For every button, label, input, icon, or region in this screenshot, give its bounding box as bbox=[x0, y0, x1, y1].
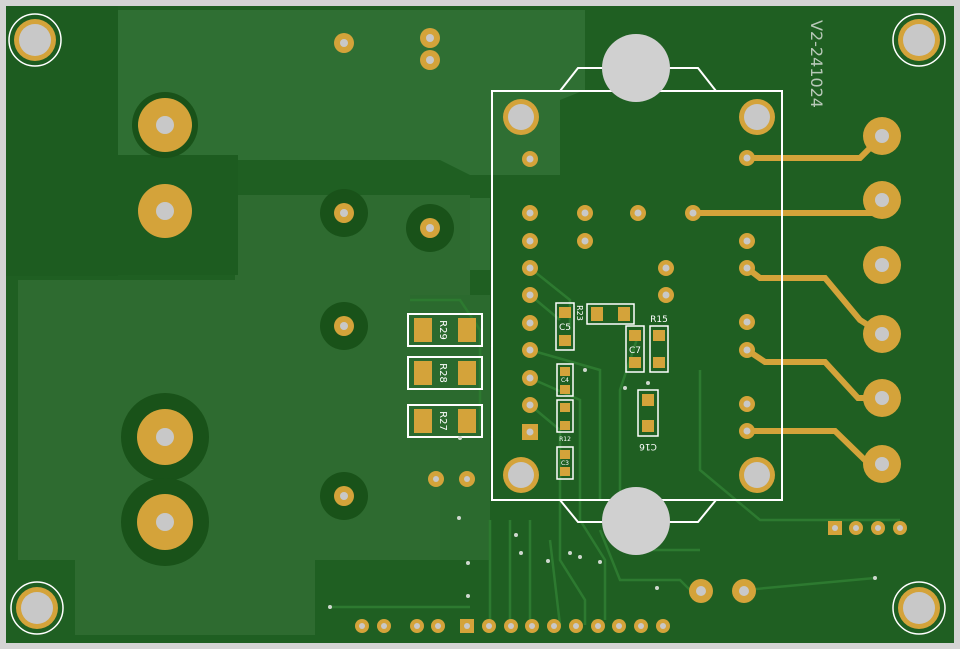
right-header-pins bbox=[828, 521, 907, 535]
label-C16: C16 bbox=[639, 441, 657, 451]
module-mount-hole-top bbox=[602, 34, 670, 102]
mounting-hole-tl bbox=[8, 13, 62, 67]
resistor-R27: R27 bbox=[407, 404, 483, 438]
power-pads-left bbox=[121, 92, 209, 566]
module-pins-left bbox=[522, 151, 538, 440]
medium-pads-bottom bbox=[689, 579, 756, 603]
label-R15: R15 bbox=[650, 315, 668, 325]
capacitor-C3: C3 bbox=[556, 446, 574, 480]
mounting-hole-br bbox=[892, 581, 946, 635]
label-C7: C7 bbox=[629, 346, 641, 356]
label-R29: R29 bbox=[437, 320, 448, 340]
resistor-R15: R15 bbox=[649, 315, 669, 373]
resistor-R12: R12 bbox=[556, 399, 574, 443]
label-R23: R23 bbox=[575, 305, 584, 321]
terminal-pads-right bbox=[863, 117, 901, 483]
capacitor-C16: C16 bbox=[637, 389, 659, 451]
label-R12: R12 bbox=[559, 436, 571, 443]
vias bbox=[328, 368, 877, 609]
mounting-hole-bl bbox=[10, 581, 64, 635]
resistor-R23: R23 bbox=[575, 303, 635, 325]
resistor-R29: R29 bbox=[407, 313, 483, 347]
label-R27: R27 bbox=[437, 411, 448, 431]
module-pins-right bbox=[577, 150, 755, 439]
board-version-text: V2-241024 bbox=[807, 20, 826, 108]
small-tht-pads bbox=[320, 28, 475, 520]
bottom-header-pins bbox=[355, 619, 670, 633]
mounting-holes bbox=[8, 13, 946, 635]
mounting-hole-tr bbox=[892, 13, 946, 67]
module-corner-pads bbox=[503, 99, 775, 493]
capacitor-C7: C7 bbox=[625, 325, 645, 373]
capacitor-C5: C5 bbox=[555, 302, 575, 351]
capacitor-C4: C4 bbox=[556, 363, 574, 397]
label-R28: R28 bbox=[437, 363, 448, 383]
label-C5: C5 bbox=[559, 323, 571, 333]
resistor-R28: R28 bbox=[407, 356, 483, 390]
label-C3: C3 bbox=[561, 460, 569, 467]
label-C4: C4 bbox=[561, 377, 569, 384]
module-mount-hole-bottom bbox=[602, 487, 670, 555]
